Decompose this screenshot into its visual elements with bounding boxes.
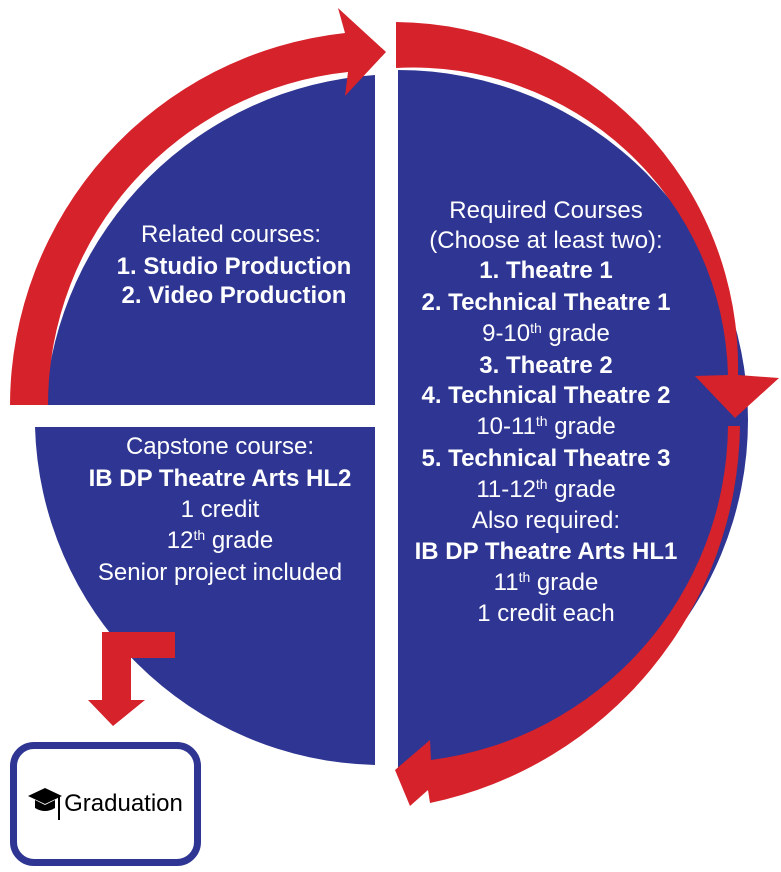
capstone-note: Senior project included: [98, 559, 342, 586]
graduation-box: Graduation: [10, 742, 201, 866]
ib-hl1-credit: 1 credit each: [477, 600, 614, 627]
graduation-cap-icon: [28, 782, 63, 827]
related-item-1: 1. Studio Production: [117, 253, 352, 280]
capstone-credit: 1 credit: [181, 496, 260, 523]
graduation-label: Graduation: [64, 790, 183, 817]
quadrant-top-left: [45, 75, 375, 405]
related-item-2: 2. Video Production: [122, 282, 347, 309]
ib-hl1-grade: 11th grade: [494, 569, 599, 596]
required-subheading: (Choose at least two):: [429, 227, 662, 254]
quadrant-right: [398, 70, 748, 770]
required-item-2: 2. Technical Theatre 1: [422, 289, 671, 316]
capstone-heading: Capstone course:: [126, 433, 314, 460]
arrow-to-graduation: [88, 632, 175, 726]
arrow-top-right: [396, 22, 779, 418]
ib-hl1-course: IB DP Theatre Arts HL1: [415, 538, 678, 565]
arrow-top-left: [10, 8, 386, 405]
required-item-5: 5. Technical Theatre 3: [422, 445, 671, 472]
related-heading: Related courses:: [141, 221, 321, 248]
required-item-4: 4. Technical Theatre 2: [422, 382, 671, 409]
required-grade-2: 10-11th grade: [476, 413, 615, 440]
arrow-bottom-right: [395, 426, 740, 806]
quadrant-bottom-left: [35, 427, 375, 765]
capstone-grade: 12th grade: [167, 527, 273, 554]
required-item-1: 1. Theatre 1: [479, 257, 612, 284]
capstone-course: IB DP Theatre Arts HL2: [89, 465, 352, 492]
required-item-3: 3. Theatre 2: [479, 352, 612, 379]
required-grade-1: 9-10th grade: [482, 320, 610, 347]
also-required-label: Also required:: [472, 507, 620, 534]
required-heading: Required Courses: [449, 197, 642, 224]
required-grade-3: 11-12th grade: [476, 476, 615, 503]
